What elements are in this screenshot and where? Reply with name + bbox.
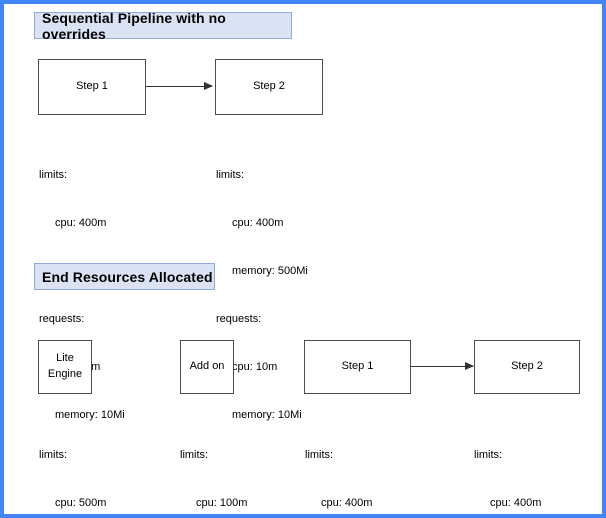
limits-header: limits: — [39, 449, 68, 461]
node-step-1-top[interactable]: Step 1 — [38, 59, 146, 115]
spec-block-step-1-top: limits: cpu: 400m memory: 500Mi requests… — [39, 135, 131, 455]
spec-block-step-2-top: limits: cpu: 400m memory: 500Mi requests… — [216, 135, 308, 455]
section-title-text: End Resources Allocated — [42, 268, 213, 285]
arrow-step1-to-step2-bottom — [411, 362, 474, 370]
node-label-line1: Step 2 — [511, 360, 543, 373]
requests-cpu: cpu: 10m — [232, 361, 278, 373]
section-label-end-resources-allocated: End Resources Allocated — [34, 263, 215, 290]
limits-header: limits: — [39, 169, 68, 181]
node-label-line2: Engine — [47, 368, 83, 380]
node-step-2-bottom[interactable]: Step 2 — [474, 340, 580, 394]
node-label-line1: Lite — [56, 352, 74, 365]
limits-cpu: cpu: 100m — [196, 497, 248, 509]
limits-cpu: cpu: 400m — [321, 497, 373, 509]
node-add-on[interactable]: Add on — [180, 340, 234, 394]
limits-cpu: cpu: 400m — [490, 497, 542, 509]
limits-header: limits: — [180, 449, 209, 461]
requests-header: requests: — [39, 313, 85, 325]
node-lite-engine[interactable]: Lite Engine — [38, 340, 92, 394]
limits-header: limits: — [216, 169, 245, 181]
node-label-line1: Step 1 — [341, 360, 374, 373]
limits-cpu: cpu: 400m — [55, 217, 107, 229]
requests-memory: memory: 10Mi — [232, 409, 302, 421]
section-title-text: Sequential Pipeline with no overrides — [42, 9, 226, 42]
limits-cpu: cpu: 400m — [232, 217, 284, 229]
node-step-1-bottom[interactable]: Step 1 — [304, 340, 411, 394]
limits-header: limits: — [474, 449, 503, 461]
spec-block-lite-engine: limits: cpu: 500m memory: 600Mi requests… — [39, 415, 131, 514]
spec-block-add-on: limits: cpu: 100m memory: 100Mi requests… — [180, 415, 272, 514]
node-label-line1: Add on — [189, 360, 225, 373]
node-step-2-top[interactable]: Step 2 — [215, 59, 323, 115]
spec-block-step-1-bottom: limits: cpu: 400m memory: 500Mi requests… — [305, 415, 397, 514]
requests-memory: memory: 10Mi — [55, 409, 125, 421]
section-label-sequential-pipeline: Sequential Pipeline with no overrides — [34, 9, 292, 42]
limits-header: limits: — [305, 449, 334, 461]
node-label-line1: Step 1 — [76, 80, 108, 93]
limits-memory: memory: 500Mi — [232, 265, 308, 277]
requests-header: requests: — [216, 313, 262, 325]
limits-cpu: cpu: 500m — [55, 497, 107, 509]
arrow-step1-to-step2-top — [146, 82, 213, 90]
node-label-line1: Step 2 — [253, 80, 285, 93]
spec-block-step-2-bottom: limits: cpu: 400m memory: 500Mi requests… — [474, 415, 566, 514]
